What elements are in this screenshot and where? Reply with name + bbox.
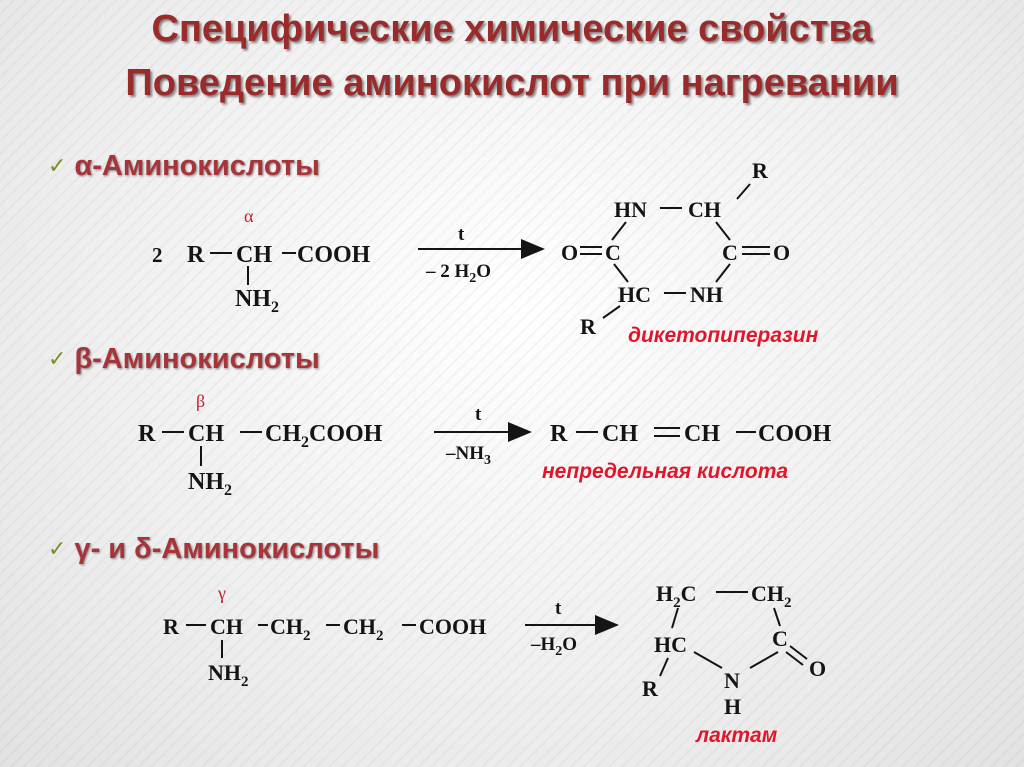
atom-hc: HC — [618, 282, 651, 307]
double-bond — [785, 651, 804, 666]
bond — [736, 183, 751, 200]
group-nh2: NH2 — [235, 286, 279, 316]
group-ch2: CH2 — [751, 581, 792, 611]
checkmark-icon: ✓ — [48, 536, 67, 561]
arrow-condition-ammonia: –NH3 — [445, 443, 491, 468]
product-name-diketopiperazine: дикетопиперазин — [628, 324, 819, 347]
bond — [602, 305, 621, 319]
arrow-condition-water: – 2 H2O — [425, 261, 491, 286]
group-cooh: COOH — [297, 242, 371, 268]
group-nh2: NH2 — [208, 660, 249, 690]
arrow-condition-t: t — [458, 224, 465, 245]
bond — [613, 263, 629, 283]
group-ch2-a: CH2 — [270, 614, 311, 644]
alpha-label: α — [244, 206, 254, 226]
bond — [611, 221, 627, 241]
product-name-lactam: лактам — [695, 724, 778, 747]
checkmark-icon: ✓ — [48, 346, 67, 371]
atom-c-left: C — [605, 240, 621, 265]
atom-ch: CH — [236, 242, 272, 268]
atom-r: R — [163, 614, 180, 639]
atom-r-top: R — [752, 158, 769, 183]
atom-r-bottom: R — [580, 314, 597, 339]
double-bond — [789, 645, 808, 660]
bond — [773, 607, 781, 627]
group-ch2-b: CH2 — [343, 614, 384, 644]
bond — [659, 657, 669, 677]
slide-title-line-2: Поведение аминокислот при нагревании — [125, 62, 899, 104]
atom-nh: NH — [690, 282, 723, 307]
atom-ch: CH — [188, 421, 224, 447]
reaction-gamma-delta: γ R CH CH2 CH2 COOH NH2 t –H2O H2C CH2 H… — [163, 581, 826, 747]
group-nh2: NH2 — [188, 469, 232, 499]
bond — [749, 651, 779, 669]
atom-ch: CH — [210, 614, 243, 639]
coefficient: 2 — [152, 243, 163, 267]
bond — [715, 221, 731, 241]
atom-o-right: O — [773, 240, 790, 265]
gamma-label: γ — [217, 583, 226, 603]
reaction-beta: β R CH CH2COOH NH2 t –NH3 R CH CH COOH н… — [138, 391, 832, 499]
atom-ch-2: CH — [684, 421, 720, 447]
atom-r: R — [550, 421, 568, 447]
slide-title-line-1: Специфические химические свойства — [151, 8, 873, 50]
atom-o-left: O — [561, 240, 578, 265]
atom-r: R — [187, 242, 205, 268]
product-name-unsaturated-acid: непредельная кислота — [542, 460, 788, 483]
atom-r: R — [138, 421, 156, 447]
arrow-condition-water: –H2O — [530, 634, 577, 659]
atom-c-right: C — [722, 240, 738, 265]
atom-c: C — [772, 626, 788, 651]
beta-label: β — [196, 391, 205, 411]
reaction-alpha: 2 α R CH COOH NH2 t – 2 H2O R HN CH O C … — [152, 158, 819, 347]
group-h2c: H2C — [656, 581, 697, 611]
atom-o: O — [809, 656, 826, 681]
arrow-condition-t: t — [475, 404, 482, 425]
bond — [671, 607, 679, 629]
atom-h: H — [724, 694, 741, 719]
checkmark-icon: ✓ — [48, 153, 67, 178]
group-cooh: COOH — [419, 614, 486, 639]
bond — [693, 651, 723, 669]
group-cooh: COOH — [758, 421, 832, 447]
section-heading-beta: ✓β-Аминокислоты — [48, 343, 320, 375]
atom-hn: HN — [614, 197, 647, 222]
section-heading-gamma-delta: ✓γ- и δ-Аминокислоты — [48, 533, 380, 565]
atom-ch: CH — [688, 197, 721, 222]
section-heading-alpha: ✓α-Аминокислоты — [48, 150, 320, 182]
atom-ch-1: CH — [602, 421, 638, 447]
bond — [715, 263, 731, 283]
atom-n: N — [724, 668, 740, 693]
atom-hc: HC — [654, 632, 687, 657]
arrow-condition-t: t — [555, 598, 562, 619]
group-ch2cooh: CH2COOH — [265, 421, 383, 451]
atom-r: R — [642, 676, 659, 701]
